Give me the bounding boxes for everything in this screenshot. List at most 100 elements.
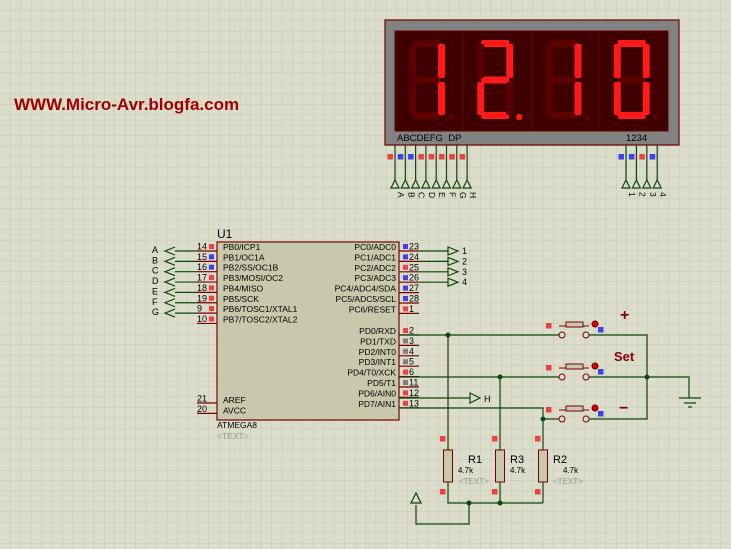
segment-b <box>574 44 582 78</box>
pin-name: PB6/TOSC1/XTAL1 <box>223 304 298 314</box>
digit-4 <box>599 31 659 131</box>
segment-e <box>477 82 485 115</box>
segment-f <box>545 44 553 78</box>
pin-number: 15 <box>197 252 207 262</box>
resistor-value: 4.7k <box>458 466 474 475</box>
segment-c <box>574 82 582 115</box>
net-label: F <box>152 297 158 307</box>
resistor-text: <TEXT> <box>459 477 489 486</box>
digit-2 <box>462 31 523 131</box>
atmega8-chip[interactable]: U1 ATMEGA8 <TEXT> <box>216 227 400 441</box>
pin-number: 1 <box>409 304 414 314</box>
segment-f <box>409 44 416 78</box>
segment-g <box>549 76 578 84</box>
segment-f <box>613 44 621 78</box>
segment-e <box>409 82 416 115</box>
pin-name: PC1/ADC1 <box>354 252 396 262</box>
display-pin-C: C <box>408 145 427 198</box>
pin-label: D <box>427 192 437 198</box>
pin-name: PD4/T0/XCK <box>347 368 396 378</box>
net-label: D <box>152 276 159 286</box>
display-pin-F: F <box>439 145 458 197</box>
pin-number: 27 <box>409 283 419 293</box>
pin-name: PD1/TXD <box>360 336 396 346</box>
display-pin-3: 3 <box>639 145 658 197</box>
pin-number: 12 <box>409 388 419 398</box>
resistor-R1[interactable]: R14.7k<TEXT> <box>440 436 489 495</box>
pin-number: 19 <box>197 293 207 303</box>
push-button-set[interactable] <box>546 362 604 381</box>
ground-icon <box>679 397 701 408</box>
segment-b <box>642 44 650 78</box>
pin-name: PD5/T1 <box>367 378 396 388</box>
net-label: C <box>152 266 159 276</box>
display-pin-1: 1 <box>618 145 637 197</box>
segment-d <box>549 112 578 119</box>
push-button-plus[interactable] <box>546 320 604 339</box>
pin-name: PB1/OC1A <box>223 252 265 262</box>
seven-segment-display[interactable]: ABCDEFG DP 1234 <box>384 19 680 146</box>
pin-number: 11 <box>409 378 418 388</box>
pin-PD5: 11 PD5/T1 <box>367 378 419 388</box>
chip-part: ATMEGA8 <box>217 420 257 430</box>
pin-number: 28 <box>409 294 419 304</box>
segment-b <box>438 44 445 78</box>
decimal-point <box>516 113 523 121</box>
pin-label: 4 <box>658 192 668 197</box>
display-pin-B: B <box>397 145 416 198</box>
net-label: 4 <box>462 277 467 287</box>
power-terminal <box>410 491 422 504</box>
pin-name: PC3/ADC3 <box>354 273 396 283</box>
display-pin-A: A <box>387 145 406 198</box>
segment-d <box>617 112 646 119</box>
chip-text: <TEXT> <box>217 431 249 441</box>
pin-number: 17 <box>197 273 207 283</box>
digit-1 <box>409 40 455 121</box>
push-button-minus[interactable] <box>546 404 604 423</box>
wires <box>399 332 701 525</box>
actuator-icon <box>591 404 599 412</box>
pin-number: 9 <box>197 304 202 314</box>
decimal-point <box>447 113 455 121</box>
resistor-R2[interactable]: R24.7k<TEXT> <box>535 436 583 495</box>
pin-number: 5 <box>409 357 414 367</box>
pin-name: PB7/TOSC2/XTAL2 <box>223 314 298 324</box>
pin-PB6: 9 PB6/TOSC1/XTAL1 G <box>152 304 298 318</box>
segment-g <box>481 76 510 84</box>
pin-number: 24 <box>409 252 419 262</box>
resistor-R3[interactable]: R34.7k <box>492 436 526 495</box>
plus-label: + <box>620 307 629 324</box>
segment-e <box>613 82 621 115</box>
pin-number: 4 <box>409 346 414 356</box>
pin-label: A <box>396 192 406 198</box>
common-label: 1234 <box>626 133 647 144</box>
pin-number: 18 <box>197 283 207 293</box>
pin-label: F <box>448 192 458 197</box>
decimal-point <box>584 113 591 121</box>
digit-3 <box>531 31 591 131</box>
pin-name: PC0/ADC0 <box>354 242 396 252</box>
segment-g <box>617 76 646 84</box>
pin-label: G <box>458 192 468 199</box>
display-pin-4: 4 <box>649 145 668 197</box>
pin-number: 26 <box>409 273 419 283</box>
pin-name: PB3/MOSI/OC2 <box>223 273 283 283</box>
net-label: G <box>152 307 159 317</box>
net-label: 2 <box>462 256 467 266</box>
segment-d <box>413 112 441 119</box>
display-pin-E: E <box>428 145 447 198</box>
pin-number: 2 <box>409 326 414 336</box>
pin-PC1: 24 PC1/ADC1 2 <box>354 252 467 267</box>
net-h-label: H <box>484 394 491 404</box>
